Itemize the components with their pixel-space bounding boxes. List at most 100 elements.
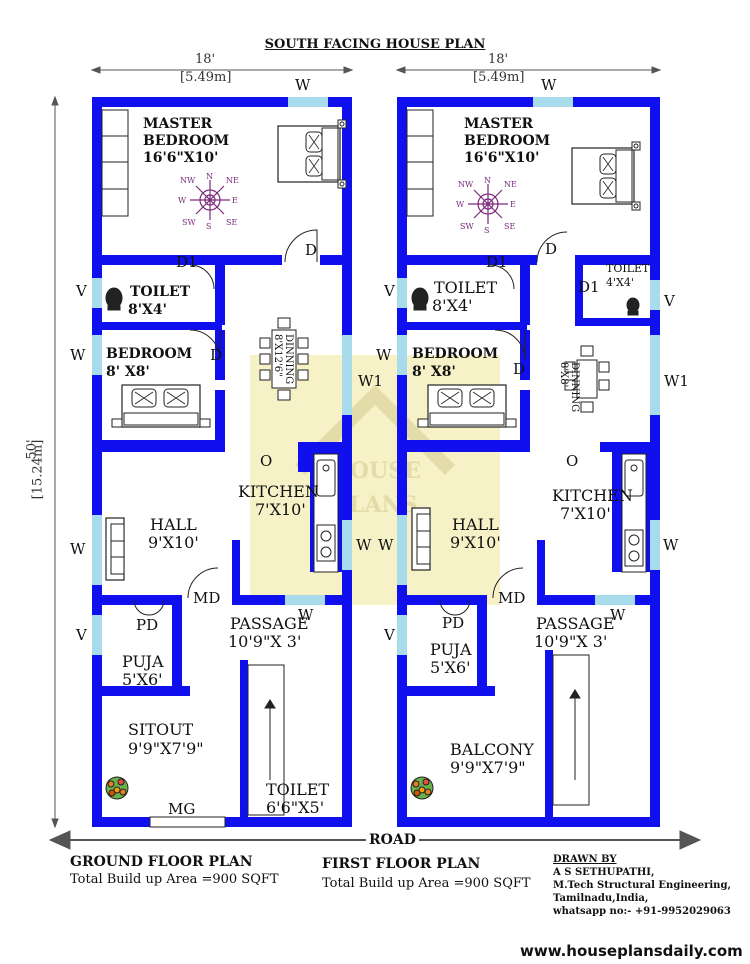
gf-compass-n: N xyxy=(206,172,213,181)
ff-tag-d1b: D1 xyxy=(578,278,600,296)
ff-tag-window-top: W xyxy=(541,76,557,94)
credits-qualification: M.Tech Structural Engineering, xyxy=(553,880,731,891)
gf-puja-name: PUJA xyxy=(122,652,164,671)
gf-tag-window-top: W xyxy=(295,76,311,94)
road-label: ROAD xyxy=(366,832,419,848)
ff-tag-door-bed: D xyxy=(513,360,526,378)
ff-width-m: [5.49m] xyxy=(473,70,525,85)
ff-compass-nw: NW xyxy=(458,180,474,189)
gf-tag-d1: D1 xyxy=(176,253,198,271)
gf-width-m: [5.49m] xyxy=(180,70,232,85)
gf-tag-main-gate: MG xyxy=(168,800,196,818)
ff-tag-window-bed: W xyxy=(376,346,392,364)
gf-dining-label: DINNING 8'X12'6" xyxy=(272,334,294,385)
gf-tag-w1: W1 xyxy=(358,372,383,390)
gf-tag-window-hall: W xyxy=(70,540,86,558)
ff-toilet-name: TOILET xyxy=(434,278,498,297)
gf-window-top xyxy=(288,97,328,107)
gf-tag-window-kitchen: W xyxy=(356,536,372,554)
gf-tag-ventilator-puja: V xyxy=(76,626,87,644)
gf-sitout-name: SITOUT xyxy=(128,720,194,739)
gf-wall-top xyxy=(92,97,352,107)
gf-sitout-size: 9'9"X7'9" xyxy=(128,739,204,758)
gf-compass-se: SE xyxy=(226,218,238,227)
gf-width-ft: 18' xyxy=(195,52,216,67)
plan-title: SOUTH FACING HOUSE PLAN xyxy=(264,37,486,52)
gf-tag-main-door: MD xyxy=(193,589,221,607)
ff-puja-size: 5'X6' xyxy=(430,658,471,677)
ff-tag-window-hall: W xyxy=(378,536,394,554)
gf-toilet-name: TOILET xyxy=(130,284,191,300)
gf-kitchen-size: 7'X10' xyxy=(255,500,306,519)
ff-kitchen-name: KITCHEN xyxy=(552,486,633,505)
ground-floor-area: Total Build up Area =900 SQFT xyxy=(70,872,279,887)
gf-puja-size: 5'X6' xyxy=(122,670,163,689)
ground-floor-plan xyxy=(92,97,352,828)
ff-tag-ventilator-right: V xyxy=(664,292,675,310)
ff-compass-n: N xyxy=(484,176,491,185)
ff-passage-size: 10'9"X 3' xyxy=(534,632,608,651)
gf-toilet2-size: 6'6"X5' xyxy=(266,798,325,817)
gf-hall-size: 9'X10' xyxy=(148,533,199,552)
ff-compass-sw: SW xyxy=(460,222,474,231)
ff-master-bedroom-name: MASTER BEDROOM xyxy=(464,116,551,149)
gf-compass-e: E xyxy=(232,196,238,205)
first-floor-title: FIRST FLOOR PLAN xyxy=(322,856,481,872)
credits-location: Tamilnadu,India, xyxy=(553,893,649,904)
ff-bedroom-name: BEDROOM xyxy=(412,346,499,362)
ff-kitchen-size: 7'X10' xyxy=(560,504,611,523)
ff-compass-s: S xyxy=(484,226,490,235)
gf-wall-left xyxy=(92,97,102,827)
gf-tag-puja-door: PD xyxy=(136,616,159,634)
website-link[interactable]: www.houseplansdaily.com xyxy=(520,942,743,960)
credits-whatsapp: whatsapp no:- +91-9952029063 xyxy=(553,906,731,917)
ff-compass-ne: NE xyxy=(504,180,517,189)
ff-toilet-b-name: TOILET xyxy=(606,262,650,275)
ff-tag-d1: D1 xyxy=(486,253,508,271)
gf-passage-size: 10'9"X 3' xyxy=(228,632,302,651)
ff-balcony-size: 9'9"X7'9" xyxy=(450,758,526,777)
gf-toilet2-name: TOILET xyxy=(266,780,330,799)
gf-master-bedroom-size: 16'6"X10' xyxy=(143,150,219,166)
gf-tag-o: O xyxy=(260,452,273,470)
ff-tag-ventilator-puja: V xyxy=(384,626,395,644)
ff-bedroom-size: 8' X8' xyxy=(412,364,456,380)
gf-compass-w: W xyxy=(178,196,187,205)
gf-passage-name: PASSAGE xyxy=(230,614,309,633)
gf-compass-ne: NE xyxy=(226,176,239,185)
ff-hall-name: HALL xyxy=(452,515,499,534)
ff-tag-main-door: MD xyxy=(498,589,526,607)
ff-compass-e: E xyxy=(510,200,516,209)
gf-compass-sw: SW xyxy=(182,218,196,227)
gf-tag-door-bed: D xyxy=(210,346,223,364)
gf-tag-window-passage: W xyxy=(298,606,314,624)
first-floor-plan xyxy=(397,97,660,827)
ff-hall-size: 9'X10' xyxy=(450,533,501,552)
ff-tag-puja-door: PD xyxy=(442,614,465,632)
ff-tag-window-passage: W xyxy=(610,606,626,624)
credits-name: A S SETHUPATHI, xyxy=(553,867,655,878)
length-m: [15.24m] xyxy=(30,439,46,500)
ff-compass-se: SE xyxy=(504,222,516,231)
ground-floor-title: GROUND FLOOR PLAN xyxy=(70,854,253,870)
ff-compass-w: W xyxy=(456,200,465,209)
gf-bedroom-name: BEDROOM xyxy=(106,346,193,362)
ff-tag-ventilator-left: V xyxy=(384,282,395,300)
ff-tag-o: O xyxy=(566,452,579,470)
ff-tag-door-master: D xyxy=(545,240,558,258)
ff-toilet-b-size: 4'X4' xyxy=(606,276,634,289)
ff-tag-window-kitchen: W xyxy=(663,536,679,554)
ff-puja-name: PUJA xyxy=(430,640,472,659)
gf-toilet-size: 8'X4' xyxy=(128,302,167,318)
gf-tag-door-master: D xyxy=(305,241,318,259)
first-floor-area: Total Build up Area =900 SQFT xyxy=(322,876,531,891)
gf-wall-master-bottom xyxy=(92,255,282,265)
ff-tag-w1: W1 xyxy=(664,372,689,390)
gf-master-bedroom-name: MASTER BEDROOM xyxy=(143,116,230,149)
ff-balcony-name: BALCONY xyxy=(450,740,534,759)
gf-tag-ventilator: V xyxy=(76,282,87,300)
gf-kitchen-name: KITCHEN xyxy=(238,482,319,501)
ff-width-ft: 18' xyxy=(488,52,509,67)
gf-bedroom-size: 8' X8' xyxy=(106,364,150,380)
gf-wall-right xyxy=(342,97,352,827)
